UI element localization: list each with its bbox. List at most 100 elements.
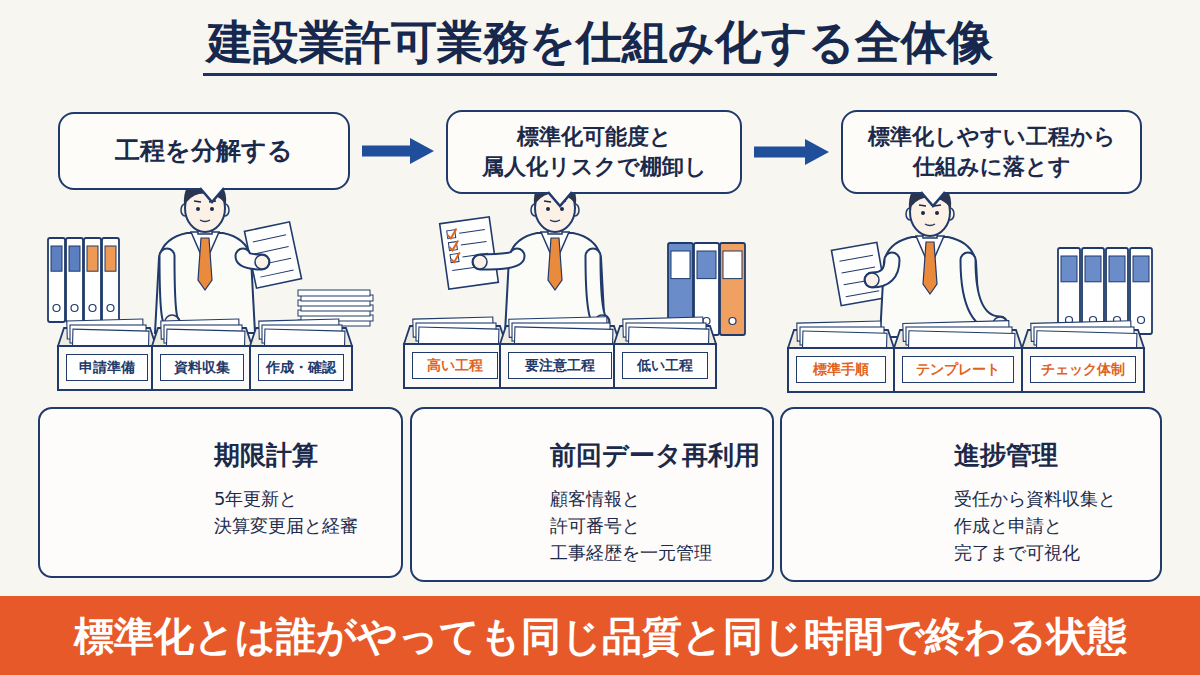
binder-spine [720,243,745,335]
summary-text: 標準化とは誰がやっても同じ品質と同じ時間で終わる状態 [74,610,1127,662]
arm-sleeve [593,256,602,322]
eye [560,207,564,211]
bubble-tail [548,191,572,208]
tray-label: 要注意工程 [525,357,595,374]
binder-ring [71,305,78,312]
diagram-title: 建設業許可業務を仕組み化する全体像 [207,14,993,72]
held-paper [440,217,499,289]
binder [48,238,65,322]
eyebrow [544,201,551,202]
mouth [200,220,210,222]
tray-label: 高い工程 [427,357,483,374]
tray-label: 申請準備 [79,359,135,376]
eye [196,207,200,211]
binder [102,238,119,322]
summary-band: 標準化とは誰がやっても同じ品質と同じ時間で終わる状態 [0,596,1200,675]
tray-label-box: 申請準備 [66,354,148,381]
binder-ring [107,305,114,312]
tray-label: テンプレート [916,361,1000,378]
binder-spine [1058,248,1080,334]
title-underline [203,73,997,76]
tray-front [500,344,620,388]
tray-front [404,344,506,388]
tray-label-box: 低い工程 [622,352,708,379]
binder-spine [66,238,83,322]
document-tray [614,317,716,388]
text-line [260,270,293,277]
binder-label [723,251,742,279]
document-tray [250,319,352,390]
tray-front [250,346,352,390]
arm-outline [968,260,1000,324]
text-line [459,230,485,234]
text-line [255,247,288,254]
eyebrow [919,205,926,206]
bubble-tail [200,187,224,204]
tray-label-box: チェック体制 [1030,356,1136,383]
tray-label-box: 高い工程 [412,352,498,379]
binder-spine [84,238,101,322]
binder-label [1085,256,1101,282]
tray-label: 作成・確認 [266,359,336,376]
check-mark [448,240,459,250]
step-bubble: 工程を分解する [58,112,350,190]
tray-label: チェック体制 [1041,361,1125,378]
binder-label [87,246,98,271]
step-bubble: 標準化可能度と 属人化リスクで棚卸し [446,110,742,194]
text-line [839,255,872,261]
flow-arrow [362,146,410,157]
person-figure [473,181,609,333]
eye [921,211,925,215]
card-heading: 進捗管理 [954,439,1058,473]
document-tray [788,321,894,392]
binder-ring [89,305,96,312]
bubble-tail-outline [200,188,224,202]
hand [255,255,269,269]
card-body: 顧客情報と 許可番号と 工事経歴を一元管理 [550,485,720,566]
binder-ring [729,318,736,325]
card-body: 5年更新と 決算変更届と経審 [214,485,389,539]
text-line [253,235,286,242]
check-mark [450,252,461,262]
feature-card: 前回データ再利用顧客情報と 許可番号と 工事経歴を一元管理 [410,407,774,582]
binder-spine [1130,248,1152,334]
necktie [548,238,562,290]
bubble-tail-fill [548,191,572,206]
document-tray [152,319,252,390]
person-figure [865,185,1007,337]
paper-sheet [440,217,499,289]
tray-label: 低い工程 [637,357,693,374]
step-text: 標準化しやすい工程から 仕組みに落とす [855,122,1128,181]
flow-arrow [754,147,805,158]
bubble-tail [921,191,945,208]
card-body: 受任から資料収集と 作成と申請と 完了まで可視化 [954,485,1129,566]
binder-label [51,246,62,271]
check-mark [447,229,458,239]
mouth [925,224,935,226]
arm-sleeve [968,260,1000,324]
tray-front [152,346,252,390]
tray-front [894,348,1022,392]
coat [155,233,255,333]
binder-label [1109,256,1125,282]
necktie [923,242,937,294]
hand [473,255,487,269]
paper-sheet [298,290,370,296]
tray-label-box: 標準手順 [796,356,886,383]
text-line [461,241,487,245]
document-tray [500,317,620,388]
binder-spine [48,238,65,322]
hand [865,273,879,287]
binder-label [697,251,716,279]
bubble-tail-outline [548,192,572,206]
tray-label: 資料収集 [174,359,230,376]
tray-front [58,346,156,390]
bubble-tail-outline [921,192,945,206]
tray-label: 標準手順 [813,361,869,378]
tray-front [1022,348,1144,392]
document-tray [58,319,156,390]
tray-label-box: テンプレート [902,356,1014,383]
binder-label [105,246,116,271]
feature-card: 進捗管理受任から資料収集と 作成と申請と 完了まで可視化 [780,407,1162,582]
text-line [846,291,879,297]
